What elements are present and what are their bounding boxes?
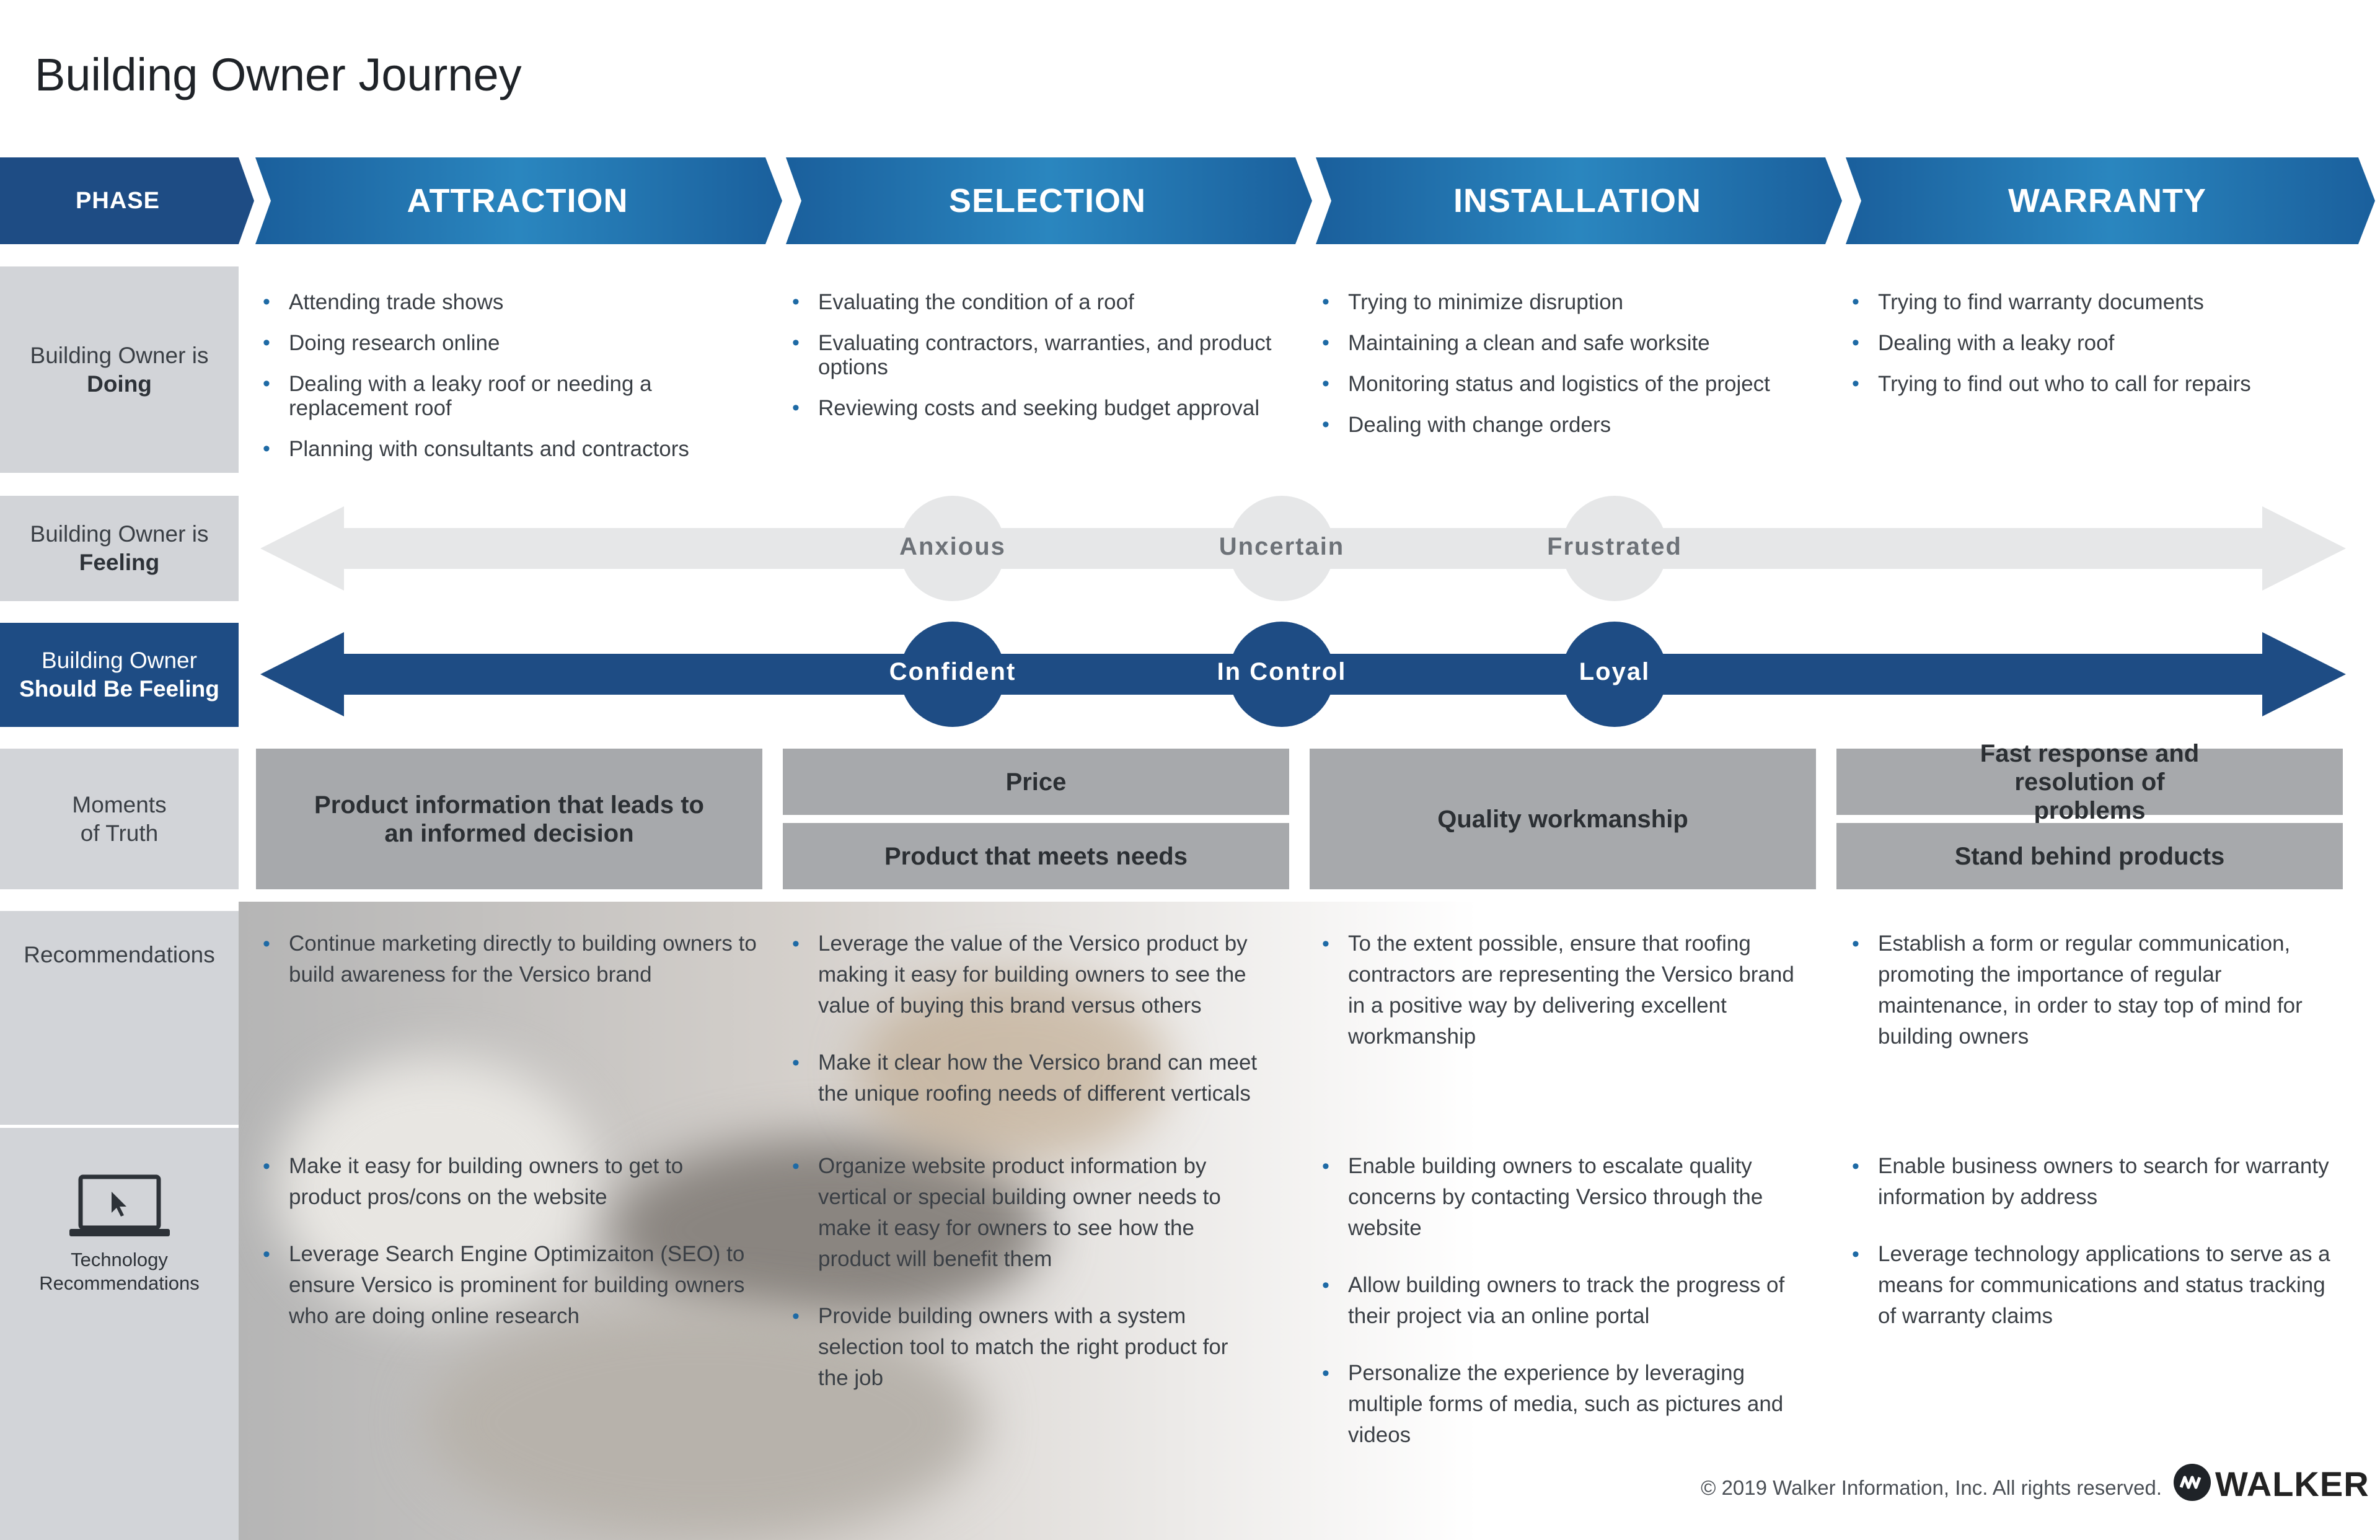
moment-warranty-response: Fast response and resolution of problems	[1836, 740, 2343, 824]
feeling-uncertain: Uncertain	[1219, 533, 1345, 560]
doing-list-installation: Trying to minimize disruption Maintainin…	[1321, 290, 1829, 454]
doing-list-warranty: Trying to find warranty documents Dealin…	[1851, 290, 2359, 413]
list-item: Trying to find warranty documents	[1851, 290, 2359, 314]
row-label-doing: Building Owner is Doing	[0, 266, 239, 473]
phase-installation: INSTALLATION	[1320, 157, 1835, 244]
moment-installation: Quality workmanship	[1310, 749, 1816, 889]
moment-attraction: Product information that leads to an inf…	[256, 749, 762, 889]
feeling-circle	[900, 496, 1005, 601]
list-item: Reviewing costs and seeking budget appro…	[791, 396, 1305, 420]
phase-header-bar	[0, 157, 2375, 244]
row-label-line: of Truth	[80, 820, 159, 846]
label-column	[0, 1128, 239, 1540]
list-item: To the extent possible, ensure that roof…	[1321, 928, 1817, 1052]
phase-attraction: ATTRACTION	[260, 157, 775, 244]
rec-list-installation: To the extent possible, ensure that roof…	[1321, 928, 1817, 1078]
row-label-bold: Should Be Feeling	[19, 676, 219, 702]
list-item: Dealing with a leaky roof or needing a r…	[262, 372, 757, 420]
list-item: Personalize the experience by leveraging…	[1321, 1358, 1804, 1451]
list-item: Attending trade shows	[262, 290, 757, 314]
list-item: Leverage Search Engine Optimizaiton (SEO…	[262, 1239, 757, 1332]
list-item: Dealing with change orders	[1321, 413, 1829, 437]
list-item: Trying to find out who to call for repai…	[1851, 372, 2359, 396]
list-item: Trying to minimize disruption	[1321, 290, 1829, 314]
list-item: Make it easy for building owners to get …	[262, 1151, 757, 1213]
moment-warranty-stand: Stand behind products	[1836, 823, 2343, 889]
phase-title: INSTALLATION	[1453, 182, 1701, 219]
moment-selection-price: Price	[783, 749, 1289, 815]
row-label-bold: Doing	[87, 371, 152, 397]
list-item: Evaluating the condition of a roof	[791, 290, 1305, 314]
list-item: Establish a form or regular communicatio…	[1851, 928, 2347, 1052]
laptop-icon	[69, 1174, 170, 1236]
list-item: Continue marketing directly to building …	[262, 928, 757, 990]
list-item: Dealing with a leaky roof	[1851, 331, 2359, 355]
row-label-line: Building Owner	[42, 648, 197, 673]
rec-list-selection: Leverage the value of the Versico produc…	[791, 928, 1287, 1135]
tech-label-line1: Technology	[71, 1249, 168, 1270]
should-feel-circle	[900, 622, 1005, 727]
should-feel-circle	[1562, 622, 1667, 727]
row-label-line: Building Owner is	[30, 521, 209, 547]
feeling-circle	[1229, 496, 1334, 601]
row-label-feeling: Building Owner is Feeling	[0, 496, 239, 601]
moment-selection-needs: Product that meets needs	[783, 823, 1289, 889]
list-item: Planning with consultants and contractor…	[262, 437, 757, 461]
tech-list-selection: Organize website product information by …	[791, 1151, 1262, 1420]
row-label-bold: Feeling	[79, 550, 160, 575]
phase-label-text: PHASE	[76, 188, 160, 214]
walker-logo-text: WALKER	[2215, 1464, 2369, 1503]
should-feel-loyal: Loyal	[1579, 658, 1651, 685]
should-feel-circle	[1229, 622, 1334, 727]
list-item: Allow building owners to track the progr…	[1321, 1270, 1804, 1332]
tech-list-warranty: Enable business owners to search for war…	[1851, 1151, 2340, 1358]
rec-list-warranty: Establish a form or regular communicatio…	[1851, 928, 2347, 1078]
page-title: Building Owner Journey	[35, 49, 522, 100]
phase-title: SELECTION	[948, 182, 1147, 219]
list-item: Doing research online	[262, 331, 757, 355]
doing-list-selection: Evaluating the condition of a roof Evalu…	[791, 290, 1305, 437]
list-item: Leverage the value of the Versico produc…	[791, 928, 1287, 1021]
tech-list-installation: Enable building owners to escalate quali…	[1321, 1151, 1804, 1477]
phase-title: ATTRACTION	[407, 182, 628, 219]
list-item: Monitoring status and logistics of the p…	[1321, 372, 1829, 396]
row-label-line: Recommendations	[24, 942, 215, 967]
list-item: Enable building owners to escalate quali…	[1321, 1151, 1804, 1244]
row-label-line: Building Owner is	[30, 342, 209, 368]
tech-list-attraction: Make it easy for building owners to get …	[262, 1151, 757, 1358]
tech-label: Technology Recommendations	[0, 1128, 239, 1314]
phase-selection: SELECTION	[790, 157, 1305, 244]
tech-label-line2: Recommendations	[39, 1272, 200, 1294]
list-item: Provide building owners with a system se…	[791, 1301, 1262, 1394]
list-item: Make it clear how the Versico brand can …	[791, 1047, 1287, 1109]
walker-logo-icon	[2174, 1464, 2211, 1501]
list-item: Evaluating contractors, warranties, and …	[791, 331, 1305, 379]
phase-label: PHASE	[0, 157, 254, 244]
list-item: Leverage technology applications to serv…	[1851, 1239, 2340, 1332]
row-label-should-feel: Building Owner Should Be Feeling	[0, 623, 239, 727]
phase-warranty: WARRANTY	[1850, 157, 2365, 244]
rec-list-attraction: Continue marketing directly to building …	[262, 928, 757, 1016]
row-label-recommendations: Recommendations	[0, 911, 239, 1125]
should-feel-in-control: In Control	[1217, 658, 1347, 685]
phase-title: WARRANTY	[2008, 182, 2206, 219]
doing-list-attraction: Attending trade shows Doing research onl…	[262, 290, 757, 478]
feeling-circle	[1562, 496, 1667, 601]
list-item: Maintaining a clean and safe worksite	[1321, 331, 1829, 355]
row-label-line: Moments	[72, 791, 167, 817]
feeling-frustrated: Frustrated	[1547, 533, 1682, 560]
list-item: Organize website product information by …	[791, 1151, 1262, 1275]
list-item: Enable business owners to search for war…	[1851, 1151, 2340, 1213]
row-label-moments: Moments of Truth	[0, 749, 239, 889]
copyright: © 2019 Walker Information, Inc. All righ…	[1701, 1476, 2162, 1499]
feeling-anxious: Anxious	[899, 533, 1006, 560]
should-feel-confident: Confident	[889, 658, 1016, 685]
